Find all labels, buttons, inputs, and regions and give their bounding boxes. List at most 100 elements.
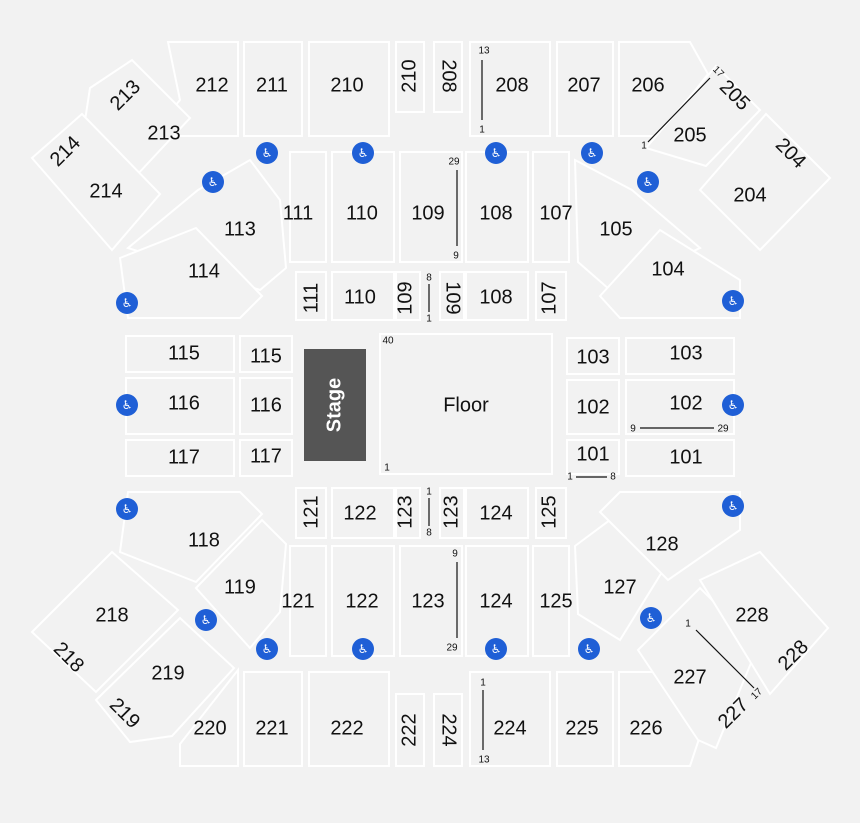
section-221[interactable] bbox=[243, 671, 303, 767]
row-109-floor-bottom: 1 bbox=[426, 314, 432, 325]
stage-floor: Stage Floor 40 1 bbox=[304, 333, 553, 475]
section-115-inner[interactable] bbox=[239, 335, 293, 373]
section-124-floor[interactable] bbox=[465, 487, 529, 539]
wheelchair-icon[interactable]: ♿ bbox=[722, 495, 744, 517]
section-110-lower[interactable] bbox=[331, 151, 395, 263]
section-107-lower[interactable] bbox=[532, 151, 570, 263]
section-228[interactable] bbox=[698, 550, 830, 696]
wheelchair-icon[interactable]: ♿ bbox=[722, 394, 744, 416]
section-108-floor[interactable] bbox=[465, 271, 529, 321]
section-122-lower[interactable] bbox=[331, 545, 395, 657]
section-224b[interactable] bbox=[433, 693, 463, 767]
section-111-lower[interactable] bbox=[289, 151, 327, 263]
section-214[interactable] bbox=[30, 112, 162, 252]
svg-text:♿: ♿ bbox=[728, 499, 739, 513]
wheelchair-icon[interactable]: ♿ bbox=[256, 142, 278, 164]
section-210[interactable] bbox=[308, 41, 390, 137]
svg-text:♿: ♿ bbox=[491, 146, 502, 160]
row-123-bottom: 29 bbox=[446, 643, 458, 654]
section-116-outer[interactable] bbox=[125, 377, 235, 435]
section-117-outer[interactable] bbox=[125, 439, 235, 477]
section-101-inner[interactable] bbox=[566, 439, 620, 475]
floor-label: Floor bbox=[443, 394, 489, 416]
floor-area[interactable] bbox=[379, 333, 553, 475]
section-227[interactable] bbox=[636, 586, 760, 750]
wheelchair-icon[interactable]: ♿ bbox=[640, 607, 662, 629]
label-115-outer: 115 bbox=[168, 342, 200, 364]
section-109-lower[interactable] bbox=[399, 151, 463, 263]
svg-text:♿: ♿ bbox=[491, 642, 502, 656]
section-123-lower[interactable] bbox=[399, 545, 463, 657]
row-208-bottom: 1 bbox=[479, 125, 485, 136]
section-124-lower[interactable] bbox=[465, 545, 529, 657]
wheelchair-icon[interactable]: ♿ bbox=[256, 638, 278, 660]
wheelchair-icon[interactable]: ♿ bbox=[116, 498, 138, 520]
section-125-floor[interactable] bbox=[535, 487, 567, 539]
row-line-227 bbox=[695, 629, 755, 689]
section-225[interactable] bbox=[556, 671, 614, 767]
section-207[interactable] bbox=[556, 41, 614, 137]
wheelchair-icon[interactable]: ♿ bbox=[352, 142, 374, 164]
section-125-lower[interactable] bbox=[532, 545, 570, 657]
section-222[interactable] bbox=[308, 671, 390, 767]
label-102-inner: 102 bbox=[576, 396, 609, 418]
section-211[interactable] bbox=[243, 41, 303, 137]
stage bbox=[304, 349, 366, 461]
section-116-inner[interactable] bbox=[239, 377, 293, 435]
section-204[interactable] bbox=[698, 112, 832, 252]
label-103-inner: 103 bbox=[576, 346, 609, 368]
row-123-top: 9 bbox=[452, 549, 458, 560]
wheelchair-icon[interactable]: ♿ bbox=[722, 290, 744, 312]
wheelchair-icon[interactable]: ♿ bbox=[637, 171, 659, 193]
label-210: 210 bbox=[330, 74, 363, 96]
section-101-outer[interactable] bbox=[625, 439, 735, 477]
section-222b[interactable] bbox=[395, 693, 425, 767]
section-210b[interactable] bbox=[395, 41, 425, 113]
section-123-floor-left[interactable] bbox=[395, 487, 421, 539]
section-218[interactable] bbox=[30, 550, 180, 694]
wheelchair-icon[interactable]: ♿ bbox=[578, 638, 600, 660]
row-227-bottom: 17 bbox=[749, 686, 765, 702]
section-109-floor-right[interactable] bbox=[439, 271, 465, 321]
section-121-floor[interactable] bbox=[295, 487, 327, 539]
label-124-lower: 124 bbox=[479, 590, 512, 612]
section-115-outer[interactable] bbox=[125, 335, 235, 373]
section-220[interactable] bbox=[179, 667, 239, 767]
wheelchair-icon[interactable]: ♿ bbox=[485, 638, 507, 660]
section-103-inner[interactable] bbox=[566, 337, 620, 375]
section-121-lower[interactable] bbox=[289, 545, 327, 657]
wheelchair-icon[interactable]: ♿ bbox=[352, 638, 374, 660]
section-103-outer[interactable] bbox=[625, 337, 735, 375]
section-118[interactable] bbox=[118, 491, 264, 584]
wheelchair-icon[interactable]: ♿ bbox=[485, 142, 507, 164]
section-208[interactable] bbox=[469, 41, 551, 137]
section-107-floor[interactable] bbox=[535, 271, 567, 321]
section-208b[interactable] bbox=[433, 41, 463, 113]
wheelchair-icon[interactable]: ♿ bbox=[116, 292, 138, 314]
wheelchair-icon[interactable]: ♿ bbox=[202, 171, 224, 193]
section-122-floor[interactable] bbox=[331, 487, 395, 539]
section-102-inner[interactable] bbox=[566, 379, 620, 435]
section-123-floor-right[interactable] bbox=[439, 487, 465, 539]
section-117-inner[interactable] bbox=[239, 439, 293, 477]
section-219[interactable] bbox=[94, 616, 236, 744]
section-111-floor[interactable] bbox=[295, 271, 327, 321]
row-123-floor-top: 1 bbox=[426, 487, 432, 498]
label-224b: 224 bbox=[438, 713, 460, 746]
wheelchair-icon[interactable]: ♿ bbox=[116, 394, 138, 416]
label-228: 228 bbox=[735, 604, 768, 626]
side-sections: 115 116 117 115 116 117 103 102 101 103 … bbox=[125, 335, 735, 483]
wheelchair-icon[interactable]: ♿ bbox=[581, 142, 603, 164]
svg-text:♿: ♿ bbox=[122, 398, 133, 412]
svg-text:♿: ♿ bbox=[358, 642, 369, 656]
label-222: 222 bbox=[330, 717, 363, 739]
wheelchair-icon[interactable]: ♿ bbox=[195, 609, 217, 631]
section-110-floor[interactable] bbox=[331, 271, 395, 321]
section-127[interactable] bbox=[573, 518, 664, 642]
section-119[interactable] bbox=[194, 518, 288, 650]
label-117-inner: 117 bbox=[250, 445, 282, 467]
label-110-lower: 110 bbox=[346, 202, 378, 224]
svg-text:♿: ♿ bbox=[122, 502, 133, 516]
label-123-floor-left: 123 bbox=[394, 495, 416, 528]
section-109-floor-left[interactable] bbox=[395, 271, 421, 321]
